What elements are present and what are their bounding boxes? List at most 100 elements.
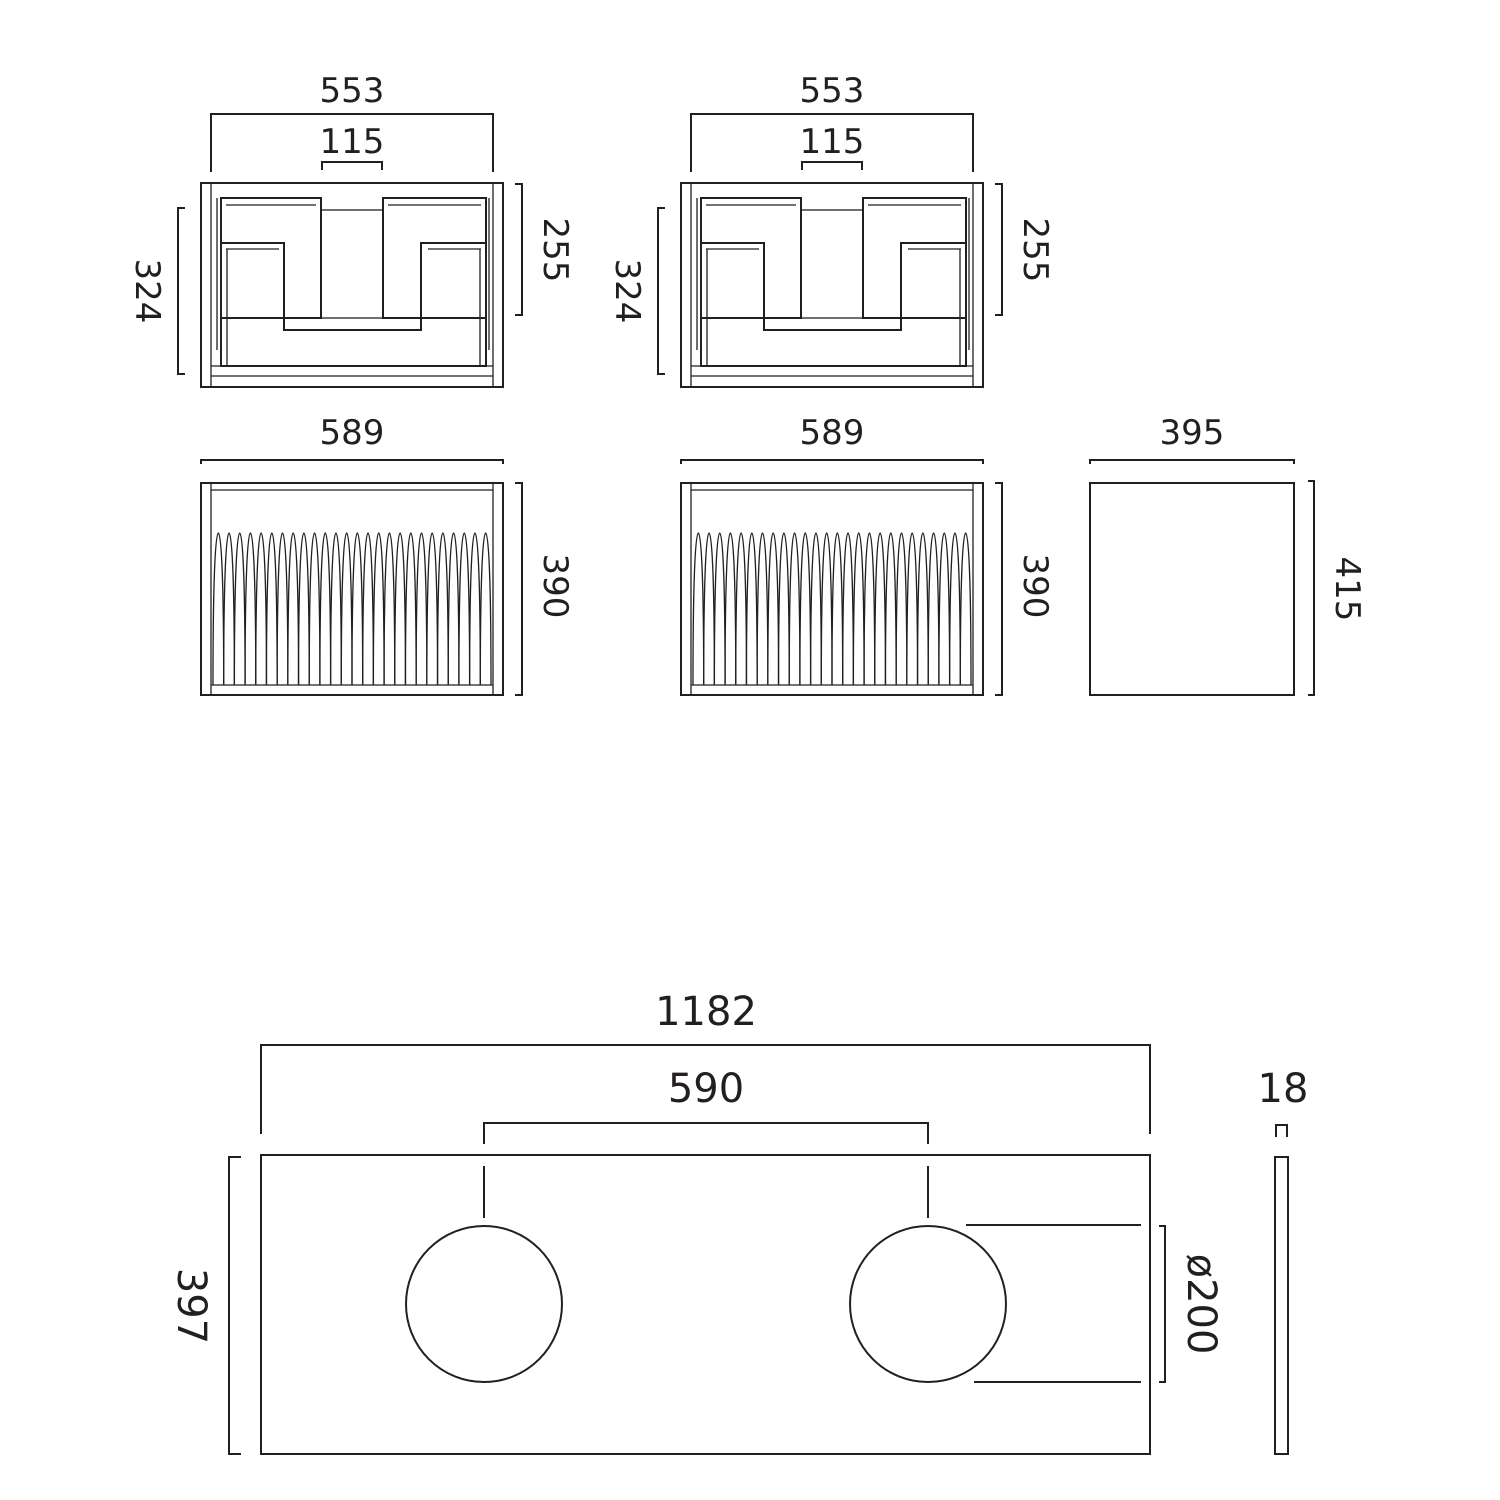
flute-rib bbox=[884, 532, 897, 686]
flute-rib bbox=[265, 532, 278, 686]
side-panel-outline bbox=[1089, 482, 1295, 696]
dim-width-label: 395 bbox=[1160, 413, 1225, 453]
dim-width-bracket bbox=[680, 459, 984, 464]
flute-rib bbox=[713, 532, 726, 686]
dim-height-bracket bbox=[515, 482, 523, 696]
dim-thickness-label: 18 bbox=[1258, 1066, 1309, 1112]
flute-rib bbox=[842, 532, 855, 686]
flute-rib bbox=[906, 532, 919, 686]
dim-hole-spacing-bracket bbox=[483, 1122, 929, 1144]
drawer-outline bbox=[680, 182, 984, 388]
dim-depth-label: 324 bbox=[127, 259, 167, 324]
flute-rib bbox=[362, 532, 375, 686]
flute-rib bbox=[788, 532, 801, 686]
flute-rib bbox=[820, 532, 833, 686]
flute-rib bbox=[468, 532, 481, 686]
flute-rib bbox=[703, 532, 716, 686]
flute-rib bbox=[799, 532, 812, 686]
dim-height-bracket bbox=[1308, 480, 1315, 696]
fluted-front-panel bbox=[692, 532, 972, 686]
flute-rib bbox=[223, 532, 236, 686]
dim-cutout-label: 115 bbox=[800, 122, 865, 162]
dim-inner-depth-label: 255 bbox=[1015, 218, 1055, 283]
flute-rib bbox=[959, 532, 972, 686]
flute-rib bbox=[852, 532, 865, 686]
flute-rib bbox=[874, 532, 887, 686]
flute-rib bbox=[244, 532, 257, 686]
flute-rib bbox=[297, 532, 310, 686]
dim-cutout-bracket bbox=[801, 161, 863, 170]
dim-cutout-bracket bbox=[321, 161, 383, 170]
flute-rib bbox=[724, 532, 737, 686]
dim-width-label: 589 bbox=[800, 413, 865, 453]
flute-rib bbox=[777, 532, 790, 686]
drawer-right-box bbox=[382, 197, 487, 319]
front-outline bbox=[680, 482, 984, 696]
dim-width-label: 553 bbox=[320, 71, 385, 111]
dim-depth-label: 324 bbox=[607, 259, 647, 324]
dim-length-label: 1182 bbox=[655, 989, 757, 1035]
dim-width-label: 589 bbox=[320, 413, 385, 453]
fluted-front-panel bbox=[212, 532, 492, 686]
drawer-outline bbox=[200, 182, 504, 388]
flute-rib bbox=[479, 532, 492, 686]
dim-depth-bracket bbox=[228, 1156, 241, 1455]
dim-diameter-bracket bbox=[1159, 1225, 1166, 1383]
flute-rib bbox=[916, 532, 929, 686]
basin-hole-left bbox=[405, 1225, 563, 1383]
cabinet-left-top-view: 553 115 324 255 bbox=[127, 71, 575, 388]
dim-height-label: 390 bbox=[1015, 554, 1055, 619]
flute-rib bbox=[436, 532, 449, 686]
drawer-u-profile bbox=[220, 242, 487, 367]
flute-rib bbox=[255, 532, 268, 686]
flute-rib bbox=[308, 532, 321, 686]
flute-rib bbox=[276, 532, 289, 686]
dim-hole-spacing-label: 590 bbox=[668, 1066, 744, 1112]
dim-inner-depth-bracket bbox=[515, 183, 523, 316]
flute-rib bbox=[383, 532, 396, 686]
flute-rib bbox=[394, 532, 407, 686]
flute-rib bbox=[863, 532, 876, 686]
flute-rib bbox=[895, 532, 908, 686]
countertop-outline bbox=[260, 1154, 1151, 1455]
cabinet-right-top-view: 553 115 324 255 bbox=[607, 71, 1055, 388]
drawer-right-box bbox=[862, 197, 967, 319]
flute-rib bbox=[329, 532, 342, 686]
flute-rib bbox=[458, 532, 471, 686]
flute-rib bbox=[212, 532, 225, 686]
flute-rib bbox=[767, 532, 780, 686]
dim-width-bracket bbox=[1089, 459, 1295, 464]
flute-rib bbox=[745, 532, 758, 686]
cabinet-left-front-view: 589 390 bbox=[200, 413, 575, 696]
flute-rib bbox=[735, 532, 748, 686]
dim-thickness-bracket bbox=[1275, 1124, 1288, 1137]
drawer-left-box bbox=[700, 197, 802, 319]
countertop-edge-profile bbox=[1274, 1156, 1289, 1455]
flute-rib bbox=[426, 532, 439, 686]
dim-inner-depth-bracket bbox=[995, 183, 1003, 316]
front-outline bbox=[200, 482, 504, 696]
dim-cutout-label: 115 bbox=[320, 122, 385, 162]
flute-rib bbox=[927, 532, 940, 686]
dim-depth-bracket bbox=[177, 207, 185, 375]
dim-width-bracket bbox=[690, 113, 974, 172]
flute-rib bbox=[351, 532, 364, 686]
flute-rib bbox=[447, 532, 460, 686]
flute-rib bbox=[948, 532, 961, 686]
cabinet-right-front-view: 589 390 bbox=[680, 413, 1055, 696]
flute-rib bbox=[233, 532, 246, 686]
flute-rib bbox=[287, 532, 300, 686]
dim-diameter-label: ø200 bbox=[1178, 1254, 1224, 1355]
basin-hole-right bbox=[849, 1225, 1007, 1383]
flute-rib bbox=[319, 532, 332, 686]
dim-height-label: 415 bbox=[1327, 557, 1367, 622]
dim-length-bracket bbox=[260, 1044, 1151, 1134]
flute-rib bbox=[831, 532, 844, 686]
dim-width-bracket bbox=[210, 113, 494, 172]
dim-depth-bracket bbox=[657, 207, 665, 375]
flute-rib bbox=[372, 532, 385, 686]
flute-rib bbox=[404, 532, 417, 686]
countertop-view: 1182 590 397 ø200 18 bbox=[168, 989, 1309, 1455]
flute-rib bbox=[756, 532, 769, 686]
